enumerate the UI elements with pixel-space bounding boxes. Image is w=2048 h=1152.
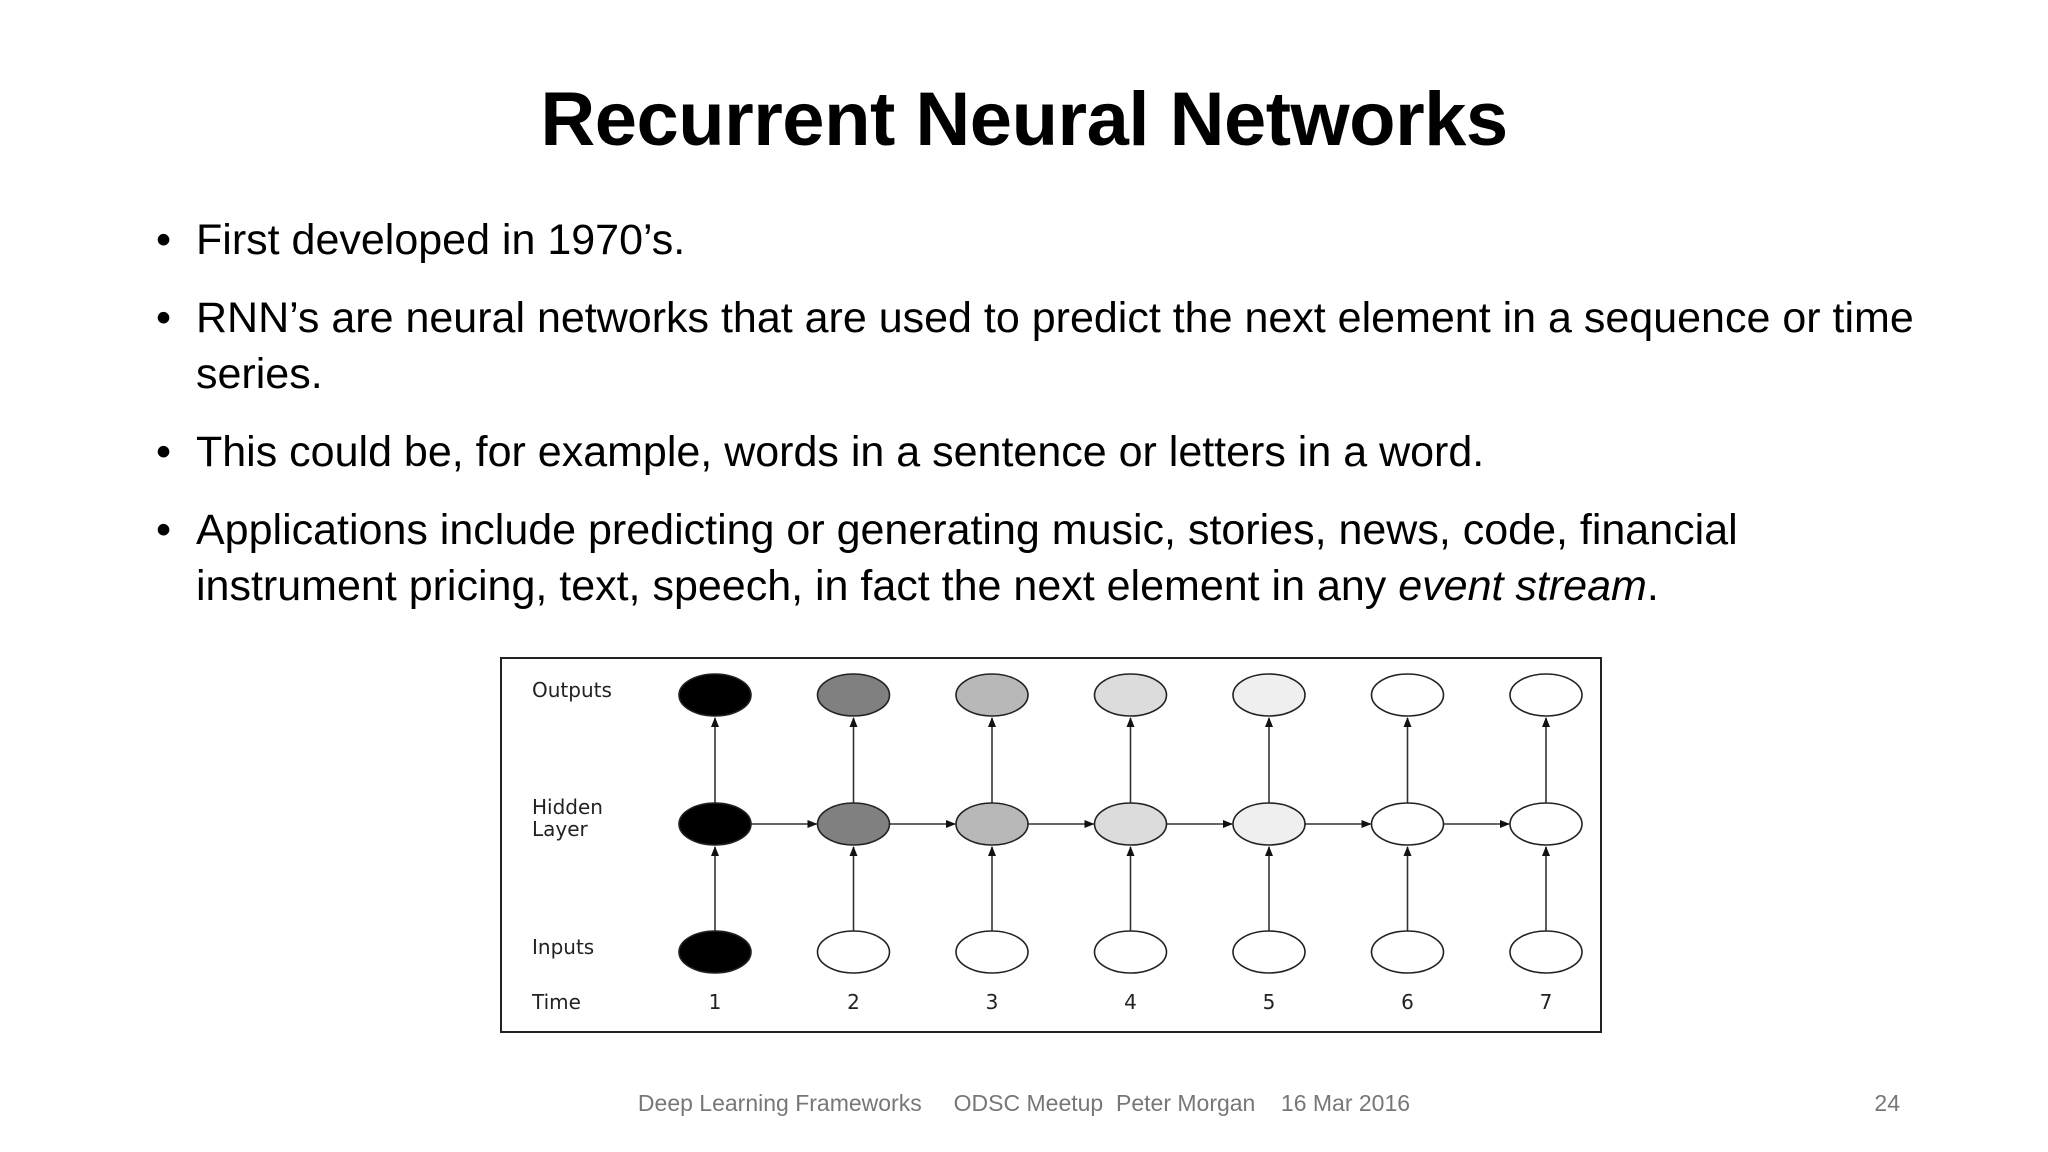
- footer-text: Deep Learning Frameworks ODSC Meetup Pet…: [637, 1090, 1411, 1116]
- output-node: [1509, 673, 1583, 717]
- output-node: [816, 673, 891, 717]
- output-node: [1370, 673, 1445, 717]
- time-step-label: 7: [1540, 990, 1553, 1014]
- time-step-label: 5: [1263, 990, 1276, 1014]
- hidden-node: [1093, 802, 1168, 846]
- hidden-node: [816, 802, 891, 846]
- bullet-text: This could be, for example, words in a s…: [196, 428, 1485, 476]
- bullet-text-after: .: [1646, 562, 1659, 610]
- bullet-item: • First developed in 1970’s.: [150, 212, 1930, 268]
- bullet-item: • This could be, for example, words in a…: [150, 424, 1930, 480]
- bullet-emphasis: event stream: [1398, 562, 1647, 610]
- hidden-node: [1509, 802, 1583, 846]
- row-label-hidden-line1: Hidden: [532, 795, 603, 819]
- output-node: [955, 673, 1029, 717]
- input-node: [1232, 930, 1306, 974]
- bullet-text: First developed in 1970’s.: [196, 216, 686, 264]
- row-label-inputs: Inputs: [532, 935, 594, 959]
- bullet-dot-icon: •: [156, 216, 172, 264]
- bullet-text: Applications include predicting or gener…: [196, 506, 1738, 610]
- time-step-label: 3: [986, 990, 999, 1014]
- hidden-node: [678, 802, 752, 846]
- bullet-list: • First developed in 1970’s. • RNN’s are…: [150, 212, 1930, 636]
- bullet-dot-icon: •: [156, 506, 172, 554]
- input-node: [955, 930, 1029, 974]
- rnn-diagram: Outputs Hidden Layer Inputs Time 1 2 3 4 5 6 7: [500, 657, 1602, 1033]
- slide-title: Recurrent Neural Networks: [540, 77, 1508, 162]
- time-step-label: 2: [847, 990, 860, 1014]
- hidden-node: [955, 802, 1029, 846]
- output-node: [1093, 673, 1168, 717]
- input-node: [678, 930, 752, 974]
- page-number: 24: [1874, 1090, 1900, 1116]
- bullet-text-before: Applications include predicting or gener…: [196, 506, 1738, 610]
- bullet-item: • RNN’s are neural networks that are use…: [150, 290, 1930, 402]
- time-step-label: 4: [1124, 990, 1137, 1014]
- time-step-label: 6: [1401, 990, 1414, 1014]
- row-label-hidden-line2: Layer: [532, 817, 589, 841]
- input-node: [1509, 930, 1583, 974]
- row-label-time: Time: [531, 990, 581, 1014]
- hidden-node: [1370, 802, 1445, 846]
- input-node: [1093, 930, 1168, 974]
- hidden-node: [1232, 802, 1306, 846]
- bullet-item: • Applications include predicting or gen…: [150, 502, 1930, 614]
- time-step-label: 1: [709, 990, 722, 1014]
- rnn-diagram-svg: Outputs Hidden Layer Inputs Time 1 2 3 4 5 6 7: [531, 673, 1583, 1014]
- input-node: [816, 930, 891, 974]
- input-node: [1370, 930, 1445, 974]
- bullet-text: RNN’s are neural networks that are used …: [196, 294, 1914, 398]
- bullet-dot-icon: •: [156, 294, 172, 342]
- row-label-outputs: Outputs: [532, 678, 612, 702]
- bullet-dot-icon: •: [156, 428, 172, 476]
- output-node: [1232, 673, 1306, 717]
- output-node: [678, 673, 752, 717]
